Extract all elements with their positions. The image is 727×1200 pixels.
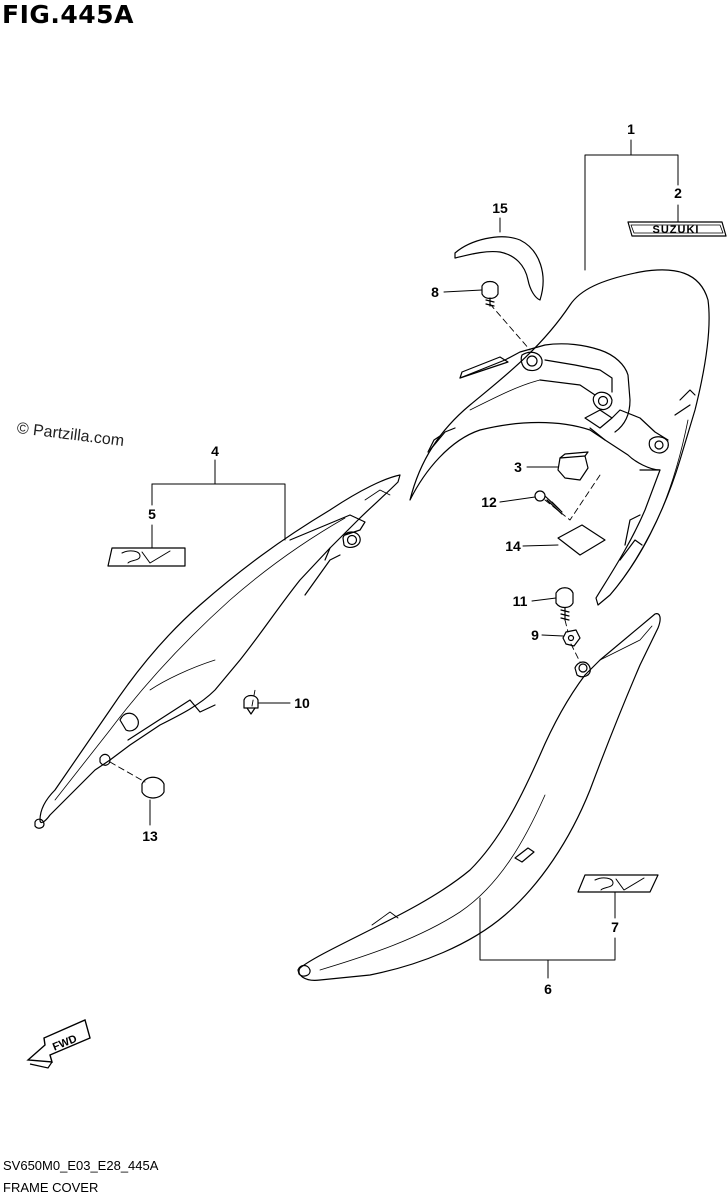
callout-3: 3: [514, 459, 522, 475]
grommet-part: [141, 776, 165, 799]
figure-code: SV650M0_E03_E28_445A: [3, 1158, 159, 1173]
cushion-part: [557, 451, 589, 481]
callout-4: 4: [211, 443, 219, 459]
left-frame-cover: [34, 474, 401, 829]
fwd-arrow: FWD: [26, 1019, 91, 1069]
callout-labels: 1 2 3 4 5 6 7 8 9 10 11 12 13 14 15: [142, 121, 682, 997]
pad-part: [454, 236, 544, 301]
suzuki-emblem-text: SUZUKI: [653, 224, 700, 236]
leader-lines: [109, 303, 601, 783]
callout-12: 12: [481, 494, 497, 510]
figure-title: FIG.445A: [2, 0, 134, 29]
figure-name: FRAME COVER: [3, 1180, 99, 1195]
callout-7: 7: [611, 919, 619, 935]
callout-14: 14: [505, 538, 521, 554]
right-frame-cover: [297, 613, 661, 981]
callout-1: 1: [627, 121, 635, 137]
callout-9: 9: [531, 627, 539, 643]
callout-5: 5: [148, 506, 156, 522]
bolt-part-11: [555, 587, 574, 621]
callout-8: 8: [431, 284, 439, 300]
screw-part: [534, 490, 563, 515]
tail-cowl-part: [409, 269, 710, 606]
suzuki-emblem: [627, 221, 727, 237]
callout-13: 13: [142, 828, 158, 844]
sheet-part: [557, 524, 606, 556]
bracket-lines: [149, 139, 679, 979]
callout-2: 2: [674, 185, 682, 201]
nut-part: [562, 629, 581, 647]
callout-15: 15: [492, 200, 508, 216]
callout-10: 10: [294, 695, 310, 711]
clip-part: [243, 694, 259, 715]
callout-11: 11: [513, 593, 528, 609]
sv-emblem-right: [577, 874, 659, 893]
callout-6: 6: [544, 981, 552, 997]
bolt-part-8: [481, 280, 499, 307]
sv-emblem-left: [107, 547, 186, 567]
